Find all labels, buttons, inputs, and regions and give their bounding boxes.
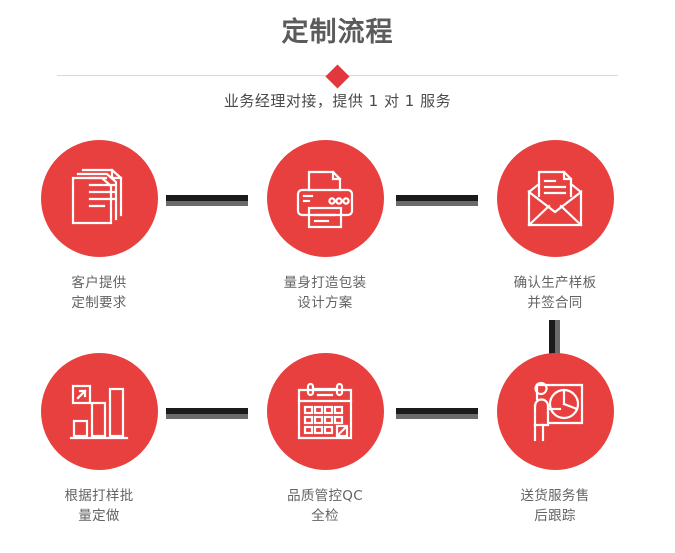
connector-shadow [396, 201, 478, 206]
step-label-line: 量身打造包装 [283, 275, 367, 291]
documents-stack-icon [66, 166, 132, 232]
step-label-line: 客户提供 [71, 275, 127, 291]
step-label-line: 后跟踪 [534, 508, 576, 524]
flow-step[interactable]: 确认生产样板 并签合同 [475, 140, 635, 313]
connector-bar [549, 320, 555, 360]
step-icon-circle [40, 353, 158, 470]
step-icon-circle [266, 353, 384, 470]
connector-shadow [166, 201, 248, 206]
connector-horizontal [166, 195, 248, 206]
step-label-line: 确认生产样板 [513, 275, 597, 291]
connector-horizontal [396, 195, 478, 206]
flow-row-bottom: 根据打样批 量定做 [0, 353, 675, 553]
step-label: 确认生产样板 并签合同 [475, 273, 635, 313]
flow-step[interactable]: 根据打样批 量定做 [19, 353, 179, 526]
flow-step[interactable]: 客户提供 定制要求 [19, 140, 179, 313]
step-icon-circle [496, 353, 614, 470]
flow-row-top: 客户提供 定制要求 [0, 140, 675, 340]
connector-bar [396, 408, 478, 414]
step-label: 送货服务售 后跟踪 [475, 486, 635, 526]
step-icon-circle [496, 140, 614, 257]
step-label-line: 定制要求 [71, 295, 127, 311]
page-subtitle: 业务经理对接，提供 1 对 1 服务 [223, 92, 452, 110]
step-label-line: 送货服务售 [520, 488, 590, 504]
step-label-line: 品质管控QC [287, 488, 363, 504]
flow-step[interactable]: 量身打造包装 设计方案 [245, 140, 405, 313]
step-label: 客户提供 定制要求 [19, 273, 179, 313]
connector-bar [396, 195, 478, 201]
connector-horizontal [166, 408, 248, 419]
step-label: 品质管控QC 全检 [245, 486, 405, 526]
step-label-line: 并签合同 [527, 295, 583, 311]
step-label-line: 全检 [311, 508, 339, 524]
step-icon-circle [40, 140, 158, 257]
flow-step[interactable]: 送货服务售 后跟踪 [475, 353, 635, 526]
process-flow: 客户提供 定制要求 [0, 140, 675, 550]
flow-step[interactable]: 品质管控QC 全检 [245, 353, 405, 526]
step-label: 量身打造包装 设计方案 [245, 273, 405, 313]
step-label-line: 根据打样批 [64, 488, 134, 504]
connector-vertical [549, 320, 560, 360]
calendar-check-icon [292, 379, 358, 445]
step-icon-circle [266, 140, 384, 257]
connector-bar [166, 408, 248, 414]
step-label-line: 量定做 [78, 508, 120, 524]
page-header: 定制流程 业务经理对接，提供 1 对 1 服务 [0, 0, 675, 130]
diamond-icon [325, 64, 350, 89]
title-divider [0, 64, 675, 89]
connector-bar [166, 195, 248, 201]
step-label-line: 设计方案 [297, 295, 353, 311]
presentation-pie-chart-person-icon [522, 379, 588, 445]
step-label: 根据打样批 量定做 [19, 486, 179, 526]
page-title: 定制流程 [281, 17, 394, 48]
open-envelope-letter-icon [522, 166, 588, 232]
connector-shadow [166, 414, 248, 419]
printer-icon [292, 166, 358, 232]
connector-shadow [396, 414, 478, 419]
bar-chart-growth-icon [66, 379, 132, 445]
connector-shadow [555, 320, 560, 360]
connector-horizontal [396, 408, 478, 419]
